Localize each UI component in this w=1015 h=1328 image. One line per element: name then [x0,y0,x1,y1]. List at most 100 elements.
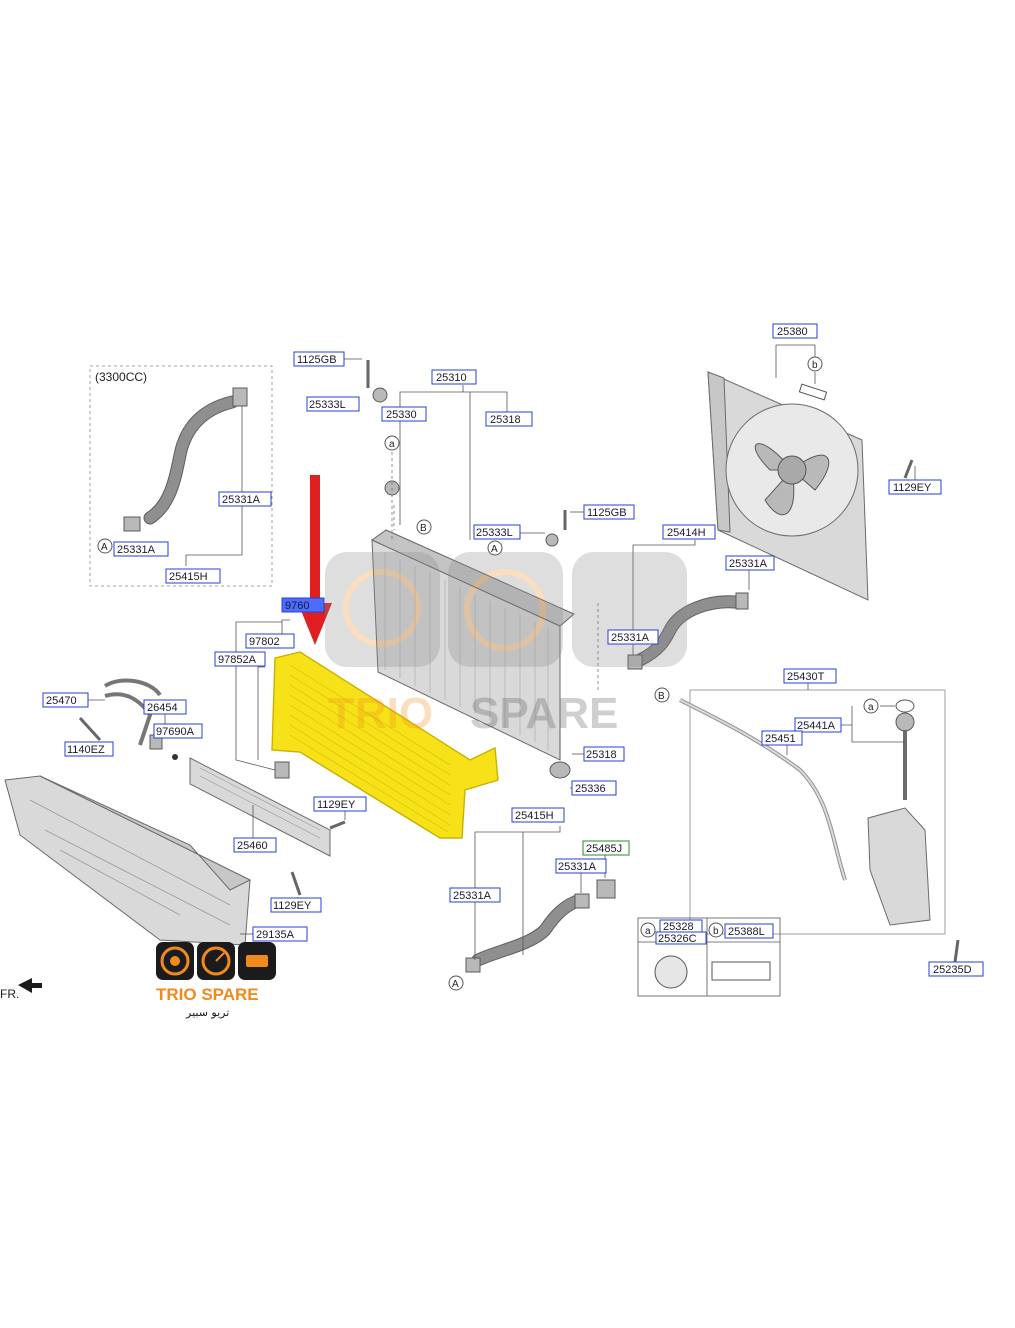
svg-text:97852A: 97852A [218,654,257,666]
brand-name: TRIO SPARE [156,985,259,1004]
condenser-highlighted [235,619,499,839]
ref-marker-b: b [708,922,724,938]
part-label-25328[interactable]: 25328 [659,919,703,933]
part-label-25380[interactable]: 25380 [772,323,818,339]
warning-cap-icon [654,955,688,989]
part-label-25331A[interactable]: 25331A [113,541,169,557]
part-label-25333L[interactable]: 25333L [473,524,521,540]
part-label-25318[interactable]: 25318 [583,746,625,762]
part-label-25388L[interactable]: 25388L [724,923,774,939]
part-label-25331A[interactable]: 25331A [218,491,272,507]
svg-text:1125GB: 1125GB [297,354,337,366]
svg-text:25331A: 25331A [611,632,650,644]
svg-text:25331A: 25331A [729,558,768,570]
svg-text:A: A [101,542,108,553]
front-label: FR. [0,987,19,1001]
svg-text:A: A [452,979,459,990]
part-label-9760[interactable]: 9760 [281,597,325,613]
part-label-26454[interactable]: 26454 [143,699,187,715]
part-label-25326C[interactable]: 25326C [655,931,707,945]
part-label-25336[interactable]: 25336 [571,780,617,796]
part-label-97852A[interactable]: 97852A [214,651,266,667]
svg-text:26454: 26454 [147,702,178,714]
svg-text:25388L: 25388L [728,926,765,938]
svg-text:a: a [645,926,651,937]
svg-text:25331A: 25331A [222,494,261,506]
part-label-1125GB[interactable]: 1125GB [293,351,345,367]
part-label-29135A[interactable]: 29135A [252,926,308,942]
brand-arabic: تريو سبير [185,1006,229,1019]
svg-text:25451: 25451 [765,733,796,745]
fan-shroud-assembly [707,344,916,601]
svg-text:97690A: 97690A [156,726,195,738]
svg-text:25415H: 25415H [515,810,554,822]
part-label-25331A[interactable]: 25331A [607,629,659,645]
svg-text:97802: 97802 [249,636,280,648]
part-label-25330[interactable]: 25330 [381,406,427,422]
part-label-25485J[interactable]: 25485J [582,840,630,856]
front-arrow-icon [18,978,42,993]
svg-text:25326C: 25326C [658,933,697,945]
svg-text:9760: 9760 [285,600,309,612]
svg-text:25328: 25328 [663,921,694,933]
ref-marker-A: A [97,538,113,554]
part-label-25415H[interactable]: 25415H [511,807,565,823]
ref-markers: b a B A A B a A a b [97,356,879,991]
part-label-25415H[interactable]: 25415H [165,568,221,584]
svg-text:25310: 25310 [436,372,467,384]
part-label-1129EY[interactable]: 1129EY [270,897,322,913]
part-label-1129EY[interactable]: 1129EY [313,796,367,812]
part-label-25441A[interactable]: 25441A [794,717,842,733]
svg-text:25330: 25330 [386,409,417,421]
ref-marker-A: A [448,975,464,991]
svg-text:a: a [389,439,395,450]
lower-hose [465,826,616,973]
ref-marker-b: b [807,356,823,372]
svg-text:25318: 25318 [586,749,617,761]
svg-text:25430T: 25430T [787,671,825,683]
ref-marker-a: a [863,698,879,714]
part-label-25414H[interactable]: 25414H [662,524,716,540]
svg-text:25380: 25380 [777,326,808,338]
svg-text:a: a [868,702,874,713]
part-label-25235D[interactable]: 25235D [928,961,984,977]
svg-text:25460: 25460 [237,840,268,852]
svg-text:25414H: 25414H [667,527,706,539]
svg-text:25331A: 25331A [453,890,492,902]
svg-text:1140EZ: 1140EZ [67,744,105,756]
part-label-1140EZ[interactable]: 1140EZ [64,741,114,757]
part-label-25333L[interactable]: 25333L [306,396,360,412]
part-label-97802[interactable]: 97802 [245,633,295,649]
part-label-25460[interactable]: 25460 [233,837,277,853]
clamp-icon [232,387,248,407]
reservoir-assembly [679,683,960,963]
svg-text:29135A: 29135A [256,929,295,941]
clamp-icon [123,516,141,532]
watermark-trio: TRIO [328,689,433,738]
part-label-25318[interactable]: 25318 [485,411,533,427]
part-label-25331A[interactable]: 25331A [449,887,501,903]
part-label-25310[interactable]: 25310 [431,369,477,385]
ref-marker-B: B [654,687,670,703]
left-side-parts: FR. [0,678,346,1001]
radiator-assembly [344,358,585,789]
part-label-97690A[interactable]: 97690A [153,723,203,739]
condenser-body [271,651,499,839]
watermark-spare: SPARE [470,689,618,738]
svg-text:25333L: 25333L [476,527,513,539]
ref-marker-a: a [384,435,400,451]
svg-text:1129EY: 1129EY [317,799,356,811]
part-label-25430T[interactable]: 25430T [783,668,837,684]
svg-text:1129EY: 1129EY [893,482,932,494]
part-label-25331A[interactable]: 25331A [555,858,607,874]
label-inset [637,917,781,997]
svg-text:25415H: 25415H [169,571,208,583]
part-label-25470[interactable]: 25470 [42,692,89,708]
part-label-25331A[interactable]: 25331A [725,555,775,571]
upper-hose [597,540,750,690]
part-label-1129EY[interactable]: 1129EY [888,479,942,495]
part-label-25451[interactable]: 25451 [761,730,803,746]
svg-text:25470: 25470 [46,695,77,707]
part-label-1125GB[interactable]: 1125GB [583,504,635,520]
svg-text:25441A: 25441A [797,720,836,732]
